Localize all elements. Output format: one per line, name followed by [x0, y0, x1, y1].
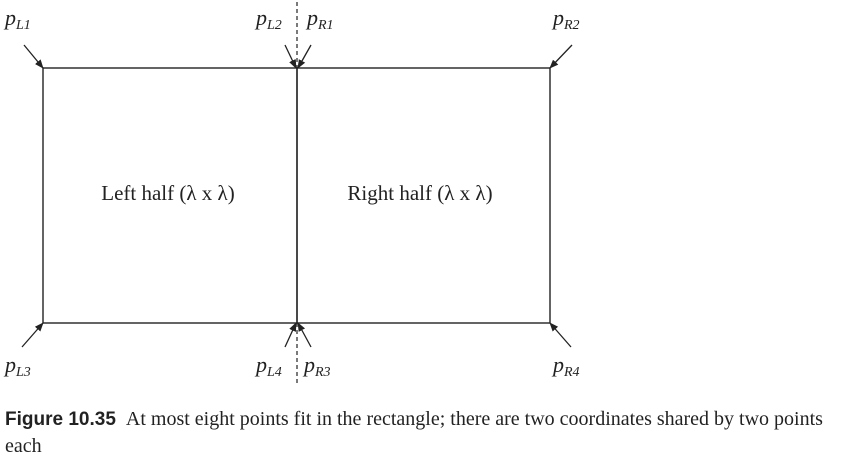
arrow-pR3: [297, 322, 312, 348]
point-label-pR3: pR3: [302, 352, 331, 380]
figure-number: Figure 10.35: [5, 409, 116, 430]
arrow-pL1: [23, 44, 44, 69]
left-half-label: Left half (λ x λ): [101, 181, 234, 205]
point-label-pR1: pR1: [305, 5, 334, 33]
point-label-pL4: pL4: [254, 352, 282, 380]
arrow-pR4: [549, 322, 572, 348]
point-label-pR2: pR2: [551, 5, 580, 33]
point-label-pL1: pL1: [3, 5, 31, 33]
arrow-pL3: [21, 322, 44, 348]
caption-text: At most eight points fit in the rectangl…: [5, 408, 823, 457]
arrow-pR1: [297, 44, 312, 69]
right-half-rect: [296, 67, 551, 324]
point-label-pL2: pL2: [254, 5, 282, 33]
arrow-pR2: [549, 44, 573, 69]
right-half-label: Right half (λ x λ): [347, 181, 492, 205]
point-label-pR4: pR4: [551, 352, 580, 380]
arrow-pL2: [284, 44, 297, 69]
arrow-pL4: [284, 322, 297, 348]
rectangle-diagram: Left half (λ x λ) Right half (λ x λ) pL1…: [3, 2, 580, 385]
point-label-pL3: pL3: [3, 352, 31, 380]
